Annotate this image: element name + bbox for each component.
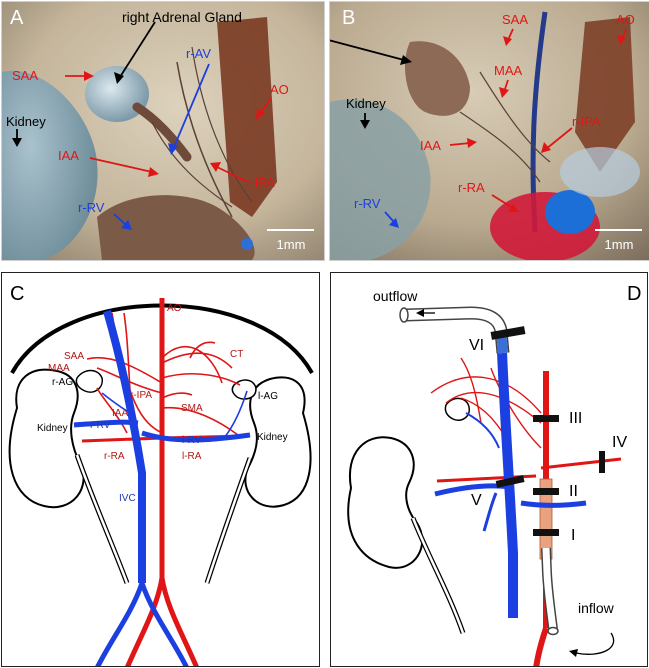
- aorta-tissue: [217, 17, 277, 217]
- panel-a-arrows: [12, 21, 272, 230]
- panel-a-photo: 1mm A right Adrenal Gland SAA r-AV AO Ki…: [2, 2, 324, 260]
- panel-c-diagram: C AO CT SAA MAA r-AG r-IPA l-AG SMA IAA …: [8, 283, 314, 666]
- label-l-rv: l-RV: [182, 435, 202, 446]
- label-l-ag: l-AG: [258, 391, 278, 402]
- adrenal-gland-tissue: [405, 41, 470, 116]
- label-r-rv: r-RV: [78, 200, 105, 215]
- renal-vein-tissue: [97, 195, 255, 260]
- panel-b-arrows: [330, 28, 627, 228]
- label-saa: SAA: [502, 12, 528, 27]
- label-inflow: inflow: [578, 600, 615, 616]
- label-kidney-left: Kidney: [37, 423, 68, 434]
- label-r-ra: r-RA: [104, 451, 125, 462]
- ligature-label-v: V: [471, 492, 482, 509]
- aorta-tissue: [575, 17, 635, 172]
- label-r-ipa: r-IPA: [130, 390, 152, 401]
- label-ao: AO: [270, 82, 289, 97]
- label-outflow: outflow: [373, 288, 418, 304]
- label-ivc: IVC: [119, 493, 136, 504]
- label-kidney: Kidney: [6, 114, 46, 129]
- panel-letter: C: [10, 283, 24, 305]
- kidney-left-shape: [8, 368, 85, 509]
- label-ao: AO: [167, 303, 182, 314]
- label-maa: MAA: [48, 363, 70, 374]
- label-saa: SAA: [64, 351, 84, 362]
- panel-c: C AO CT SAA MAA r-AG r-IPA l-AG SMA IAA …: [1, 272, 320, 667]
- scale-label: 1mm: [605, 237, 634, 252]
- panel-letter: B: [342, 7, 355, 29]
- label-r-rv: r-RV: [90, 420, 111, 431]
- label-r-ipa: r-IPA: [246, 175, 275, 190]
- kidney-right-shape: [244, 376, 312, 508]
- panel-b-photo: 1mm B SAA AO MAA Kidney r-IPA IAA r-RA r…: [330, 2, 649, 260]
- ligature-label-iv: IV: [612, 434, 627, 451]
- ivc-line: [103, 309, 146, 583]
- label-r-av: r-AV: [186, 46, 211, 61]
- label-saa: SAA: [12, 68, 38, 83]
- renal-vein-left: [141, 430, 251, 443]
- label-r-ag: r-AG: [52, 377, 73, 388]
- ligature-label-iii: III: [569, 410, 582, 427]
- outflow-cannula-tip: [399, 307, 409, 323]
- label-kidney-right: Kidney: [257, 432, 288, 443]
- label-l-ra: l-RA: [182, 451, 202, 462]
- label-kidney: Kidney: [346, 96, 386, 111]
- label-iaa: IAA: [112, 408, 128, 419]
- ligature-label-vi: VI: [469, 337, 484, 354]
- scale-label: 1mm: [277, 237, 306, 252]
- label-sma: SMA: [181, 403, 203, 414]
- ivc-line: [496, 324, 518, 618]
- kidney-tissue: [2, 70, 98, 260]
- inflow-cannula-tip: [547, 626, 559, 636]
- label-r-ipa: r-IPA: [572, 114, 601, 129]
- label-r-ra: r-RA: [458, 180, 485, 195]
- renal-vein-left: [520, 500, 587, 508]
- ligatures: [490, 326, 605, 536]
- panel-d: D outflow inflow VI III IV II V I: [330, 272, 648, 667]
- ligature-label-i: I: [571, 527, 575, 544]
- panel-a: 1mm A right Adrenal Gland SAA r-AV AO Ki…: [1, 1, 325, 261]
- kidney-tissue: [330, 99, 431, 260]
- kidney-shape: [347, 436, 424, 569]
- panel-letter: D: [627, 283, 641, 305]
- panel-d-diagram: D outflow inflow VI III IV II V I: [347, 283, 641, 666]
- panel-letter: A: [10, 7, 24, 29]
- label-iaa: IAA: [420, 138, 441, 153]
- label-ao: AO: [616, 12, 635, 27]
- label-iaa: IAA: [58, 148, 79, 163]
- label-ct: CT: [230, 349, 243, 360]
- adrenal-gland-title: right Adrenal Gland: [122, 9, 242, 25]
- adrenal-shape: [444, 397, 470, 421]
- panel-b: 1mm B SAA AO MAA Kidney r-IPA IAA r-RA r…: [329, 1, 649, 261]
- ligature-label-ii: II: [569, 483, 578, 500]
- label-r-rv: r-RV: [354, 196, 381, 211]
- label-maa: MAA: [494, 63, 523, 78]
- small-arteries: [86, 312, 241, 434]
